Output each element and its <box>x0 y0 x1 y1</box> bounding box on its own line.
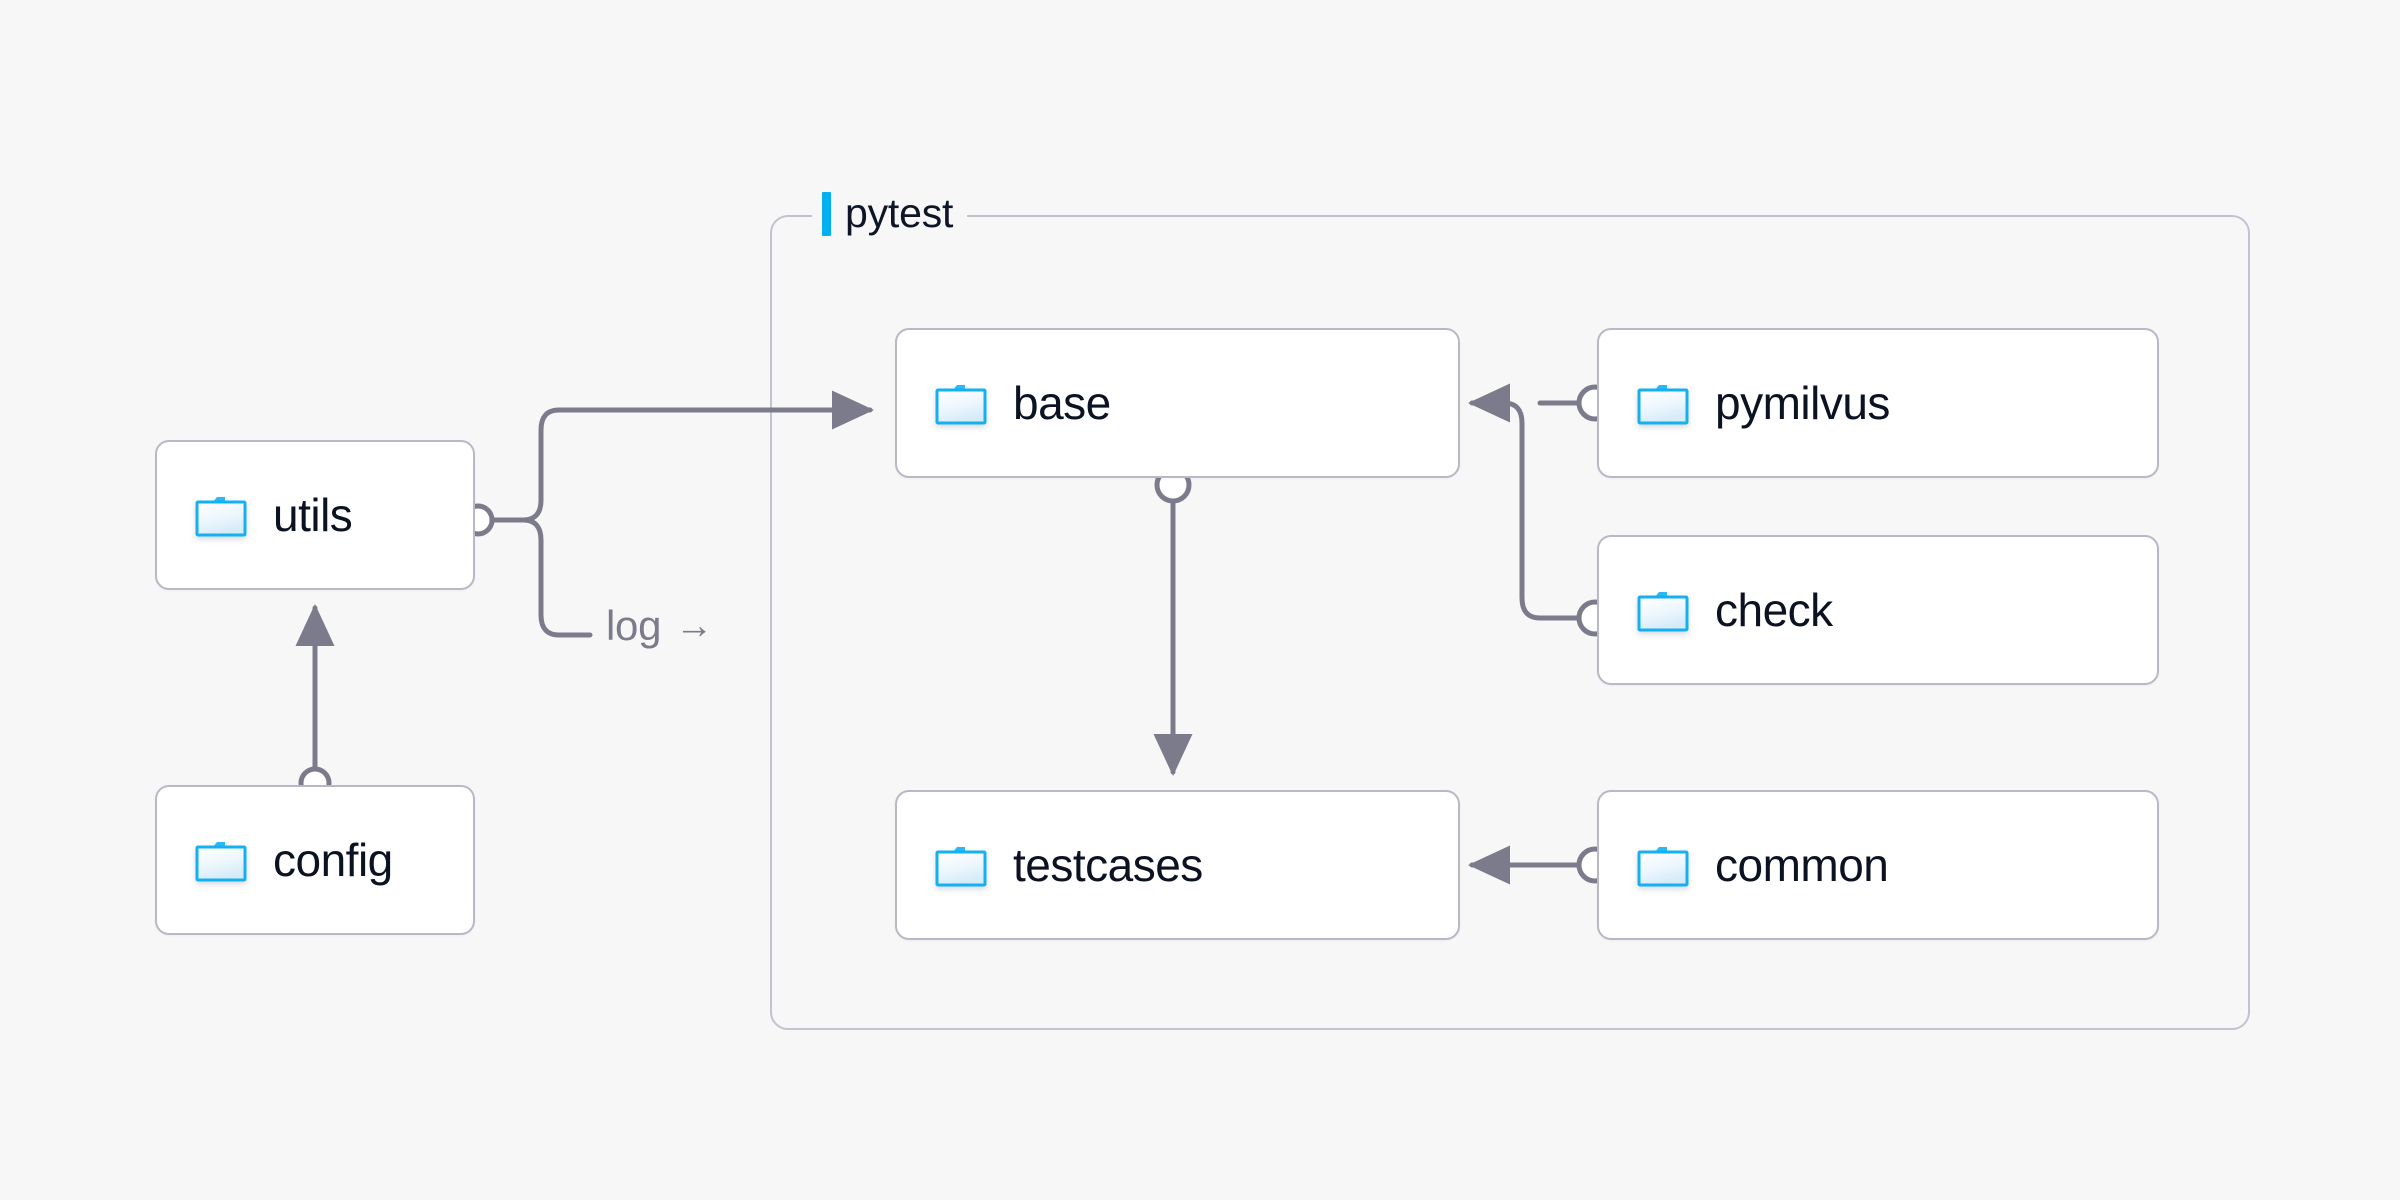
node-testcases[interactable]: testcases <box>895 790 1460 940</box>
folder-icon <box>1637 847 1689 887</box>
arrow-right-icon: → <box>675 605 713 647</box>
folder-icon <box>195 842 247 882</box>
node-pymilvus[interactable]: pymilvus <box>1597 328 2159 478</box>
node-label: config <box>273 834 393 886</box>
node-label: utils <box>273 489 353 541</box>
edge-utils-to-log <box>489 517 593 638</box>
node-label: base <box>1013 377 1111 429</box>
pytest-group-box[interactable] <box>770 215 2250 1030</box>
group-label-text: pytest <box>845 190 954 236</box>
node-utils[interactable]: utils <box>155 440 475 590</box>
group-accent-bar <box>822 191 831 236</box>
edge-label-log: log → <box>600 600 719 652</box>
folder-icon <box>195 497 247 537</box>
node-label: common <box>1715 839 1889 891</box>
node-config[interactable]: config <box>155 785 475 935</box>
node-label: pymilvus <box>1715 377 1890 429</box>
node-common[interactable]: common <box>1597 790 2159 940</box>
pytest-group-label: pytest <box>812 190 968 237</box>
folder-icon <box>935 385 987 425</box>
folder-icon <box>1637 592 1689 632</box>
node-check[interactable]: check <box>1597 535 2159 685</box>
edge-label-log-text: log <box>606 602 662 649</box>
folder-icon <box>935 847 987 887</box>
node-base[interactable]: base <box>895 328 1460 478</box>
node-label: check <box>1715 584 1833 636</box>
node-label: testcases <box>1013 839 1203 891</box>
folder-icon <box>1637 385 1689 425</box>
